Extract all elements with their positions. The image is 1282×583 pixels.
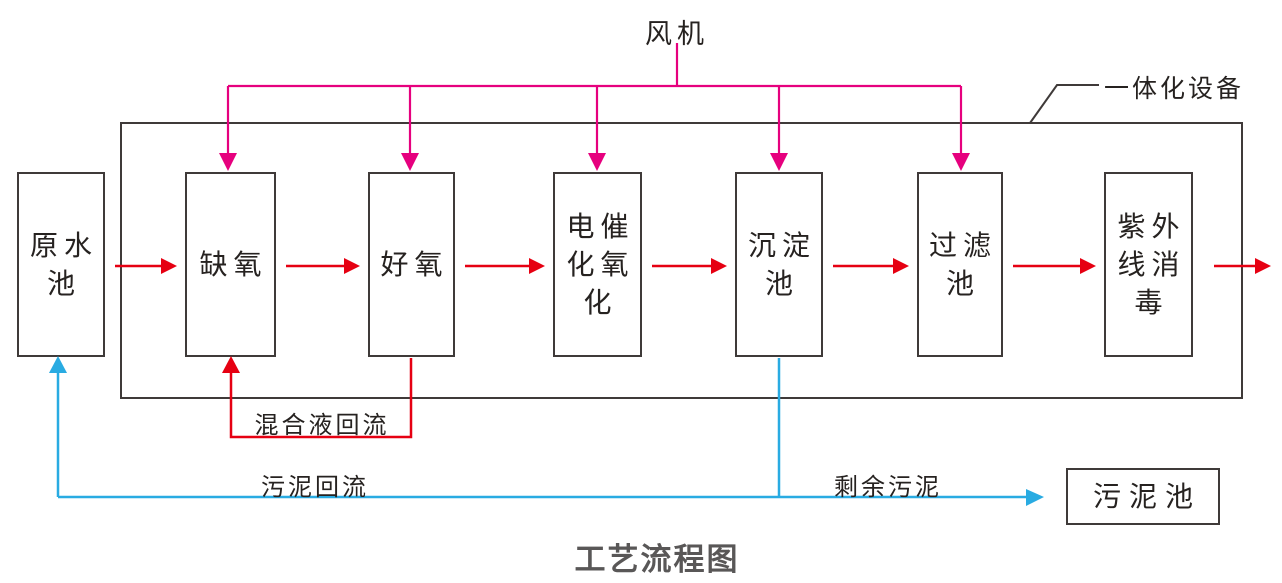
electrocatalytic-oxidation-label: 电催 化氧 化 — [566, 210, 635, 318]
aerobic-tank-box: 好氧 — [368, 172, 455, 357]
integrated-equipment-leader-line — [1029, 84, 1099, 124]
anoxic-tank-box: 缺氧 — [185, 172, 276, 357]
filter-tank-label: 过滤 池 — [928, 229, 997, 299]
flow-arrowhead-outlet — [1255, 258, 1271, 274]
raw-water-tank-box: 原水 池 — [17, 172, 105, 357]
sedimentation-tank-box: 沉淀 池 — [735, 172, 823, 357]
fan-label: 风机 — [645, 19, 709, 49]
integrated-equipment-frame — [120, 122, 1243, 399]
sludge-tank-label: 污泥池 — [1092, 480, 1201, 512]
excess-sludge-arrowhead — [1026, 489, 1044, 506]
sludge-return-label: 污泥回流 — [261, 474, 369, 501]
sludge-return-arrowhead — [49, 356, 67, 373]
integrated-equipment-label: 一体化设备 — [1104, 75, 1245, 103]
electrocatalytic-oxidation-box: 电催 化氧 化 — [553, 172, 642, 357]
mixed-liquor-return-label: 混合液回流 — [254, 412, 390, 439]
uv-disinfection-box: 紫外 线消 毒 — [1104, 172, 1193, 357]
anoxic-tank-label: 缺氧 — [199, 248, 268, 280]
uv-disinfection-label: 紫外 线消 毒 — [1117, 210, 1186, 318]
aerobic-tank-label: 好氧 — [380, 248, 449, 280]
diagram-title: 工艺流程图 — [574, 542, 740, 577]
sludge-tank-box: 污泥池 — [1066, 468, 1220, 525]
raw-water-tank-label: 原水 池 — [29, 229, 98, 299]
excess-sludge-label: 剩余污泥 — [834, 474, 942, 501]
filter-tank-box: 过滤 池 — [917, 172, 1003, 357]
sedimentation-tank-label: 沉淀 池 — [747, 229, 816, 299]
